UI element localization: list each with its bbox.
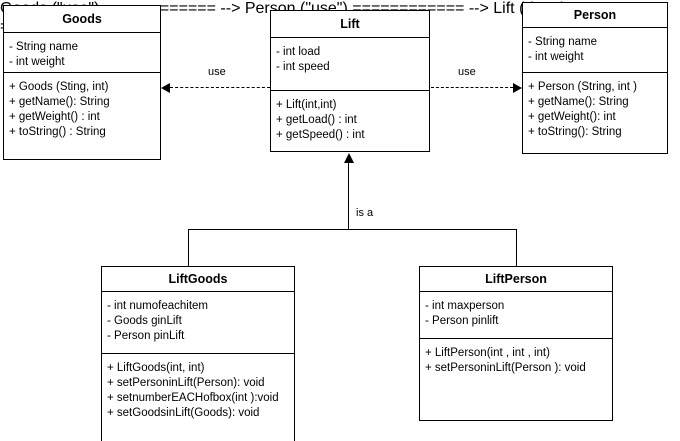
class-attributes-person: - String name - int weight [523, 28, 667, 73]
class-attributes-lift: - int load - int speed [271, 38, 429, 91]
method-row: + LiftGoods(int, int) [107, 362, 205, 374]
inheritance-drop-liftgoods [188, 229, 189, 267]
inheritance-drop-liftperson [516, 229, 517, 267]
attribute-row: - int load [276, 46, 321, 58]
class-box-liftperson[interactable]: LiftPerson - int maxperson - Person pinl… [419, 266, 613, 421]
attribute-row: - int weight [528, 51, 584, 63]
class-attributes-liftgoods: - int numofeachitem - Goods ginLift - Pe… [102, 292, 294, 354]
class-box-goods[interactable]: Goods - String name - int weight + Goods… [3, 5, 161, 160]
dependency-line-lift-goods [170, 87, 270, 88]
method-row: + getWeight(): int [528, 111, 616, 123]
dependency-arrowhead-person [513, 83, 522, 93]
method-row: + Person (String, int ) [528, 81, 637, 93]
class-methods-person: + Person (String, int ) + getName(): Str… [523, 73, 667, 144]
class-box-liftgoods[interactable]: LiftGoods - int numofeachitem - Goods gi… [101, 266, 295, 441]
method-row: + setPersoninLift(Person): void [107, 377, 265, 389]
method-row: + getSpeed() : int [276, 129, 365, 141]
attribute-row: - int maxperson [425, 300, 505, 312]
inheritance-arrowhead-lift [344, 153, 354, 163]
method-row: + getName(): String [9, 96, 110, 108]
attribute-row: - Goods ginLift [107, 315, 182, 327]
relationship-label-use-goods: use [208, 66, 226, 78]
method-row: + LiftPerson(int , int , int) [425, 347, 550, 359]
method-row: + getName(): String [528, 96, 629, 108]
method-row: + setnumberEACHofbox(int ):void [107, 392, 279, 404]
class-methods-lift: + Lift(int,int) + getLoad() : int + getS… [271, 91, 429, 147]
attribute-row: - int numofeachitem [107, 300, 208, 312]
attribute-row: - String name [528, 36, 598, 48]
method-row: + getLoad() : int [276, 114, 357, 126]
class-title-liftgoods: LiftGoods [102, 267, 294, 292]
method-row: + setPersoninLift(Person ): void [425, 362, 586, 374]
attribute-row: - Person pinLift [107, 330, 185, 342]
class-title-goods: Goods [4, 6, 160, 33]
attribute-row: - int weight [9, 56, 65, 68]
class-methods-goods: + Goods (Sting, int) + getName(): String… [4, 73, 160, 144]
dependency-arrowhead-goods [161, 83, 170, 93]
relationship-label-is-a: is a [356, 207, 374, 219]
relationship-label-use-person: use [458, 66, 476, 78]
inheritance-stem-vertical [348, 163, 349, 229]
method-row: + Lift(int,int) [276, 99, 337, 111]
class-attributes-goods: - String name - int weight [4, 33, 160, 73]
attribute-row: - int speed [276, 61, 330, 73]
class-title-person: Person [523, 3, 667, 28]
class-methods-liftperson: + LiftPerson(int , int , int) + setPerso… [420, 339, 612, 380]
method-row: + Goods (Sting, int) [9, 81, 109, 93]
method-row: + setGoodsinLift(Goods): void [107, 407, 260, 419]
class-box-person[interactable]: Person - String name - int weight + Pers… [522, 2, 668, 154]
method-row: + toString(): String [528, 126, 622, 138]
class-title-liftperson: LiftPerson [420, 267, 612, 292]
inheritance-bus-horizontal [188, 229, 516, 230]
method-row: + getWeight() : int [9, 111, 100, 123]
dependency-line-lift-person [431, 87, 513, 88]
class-title-lift: Lift [271, 11, 429, 38]
method-row: + toString() : String [9, 126, 106, 138]
attribute-row: - String name [9, 41, 79, 53]
attribute-row: - Person pinlift [425, 315, 499, 327]
class-attributes-liftperson: - int maxperson - Person pinlift [420, 292, 612, 339]
class-methods-liftgoods: + LiftGoods(int, int) + setPersoninLift(… [102, 354, 294, 425]
class-box-lift[interactable]: Lift - int load - int speed + Lift(int,i… [270, 10, 430, 152]
